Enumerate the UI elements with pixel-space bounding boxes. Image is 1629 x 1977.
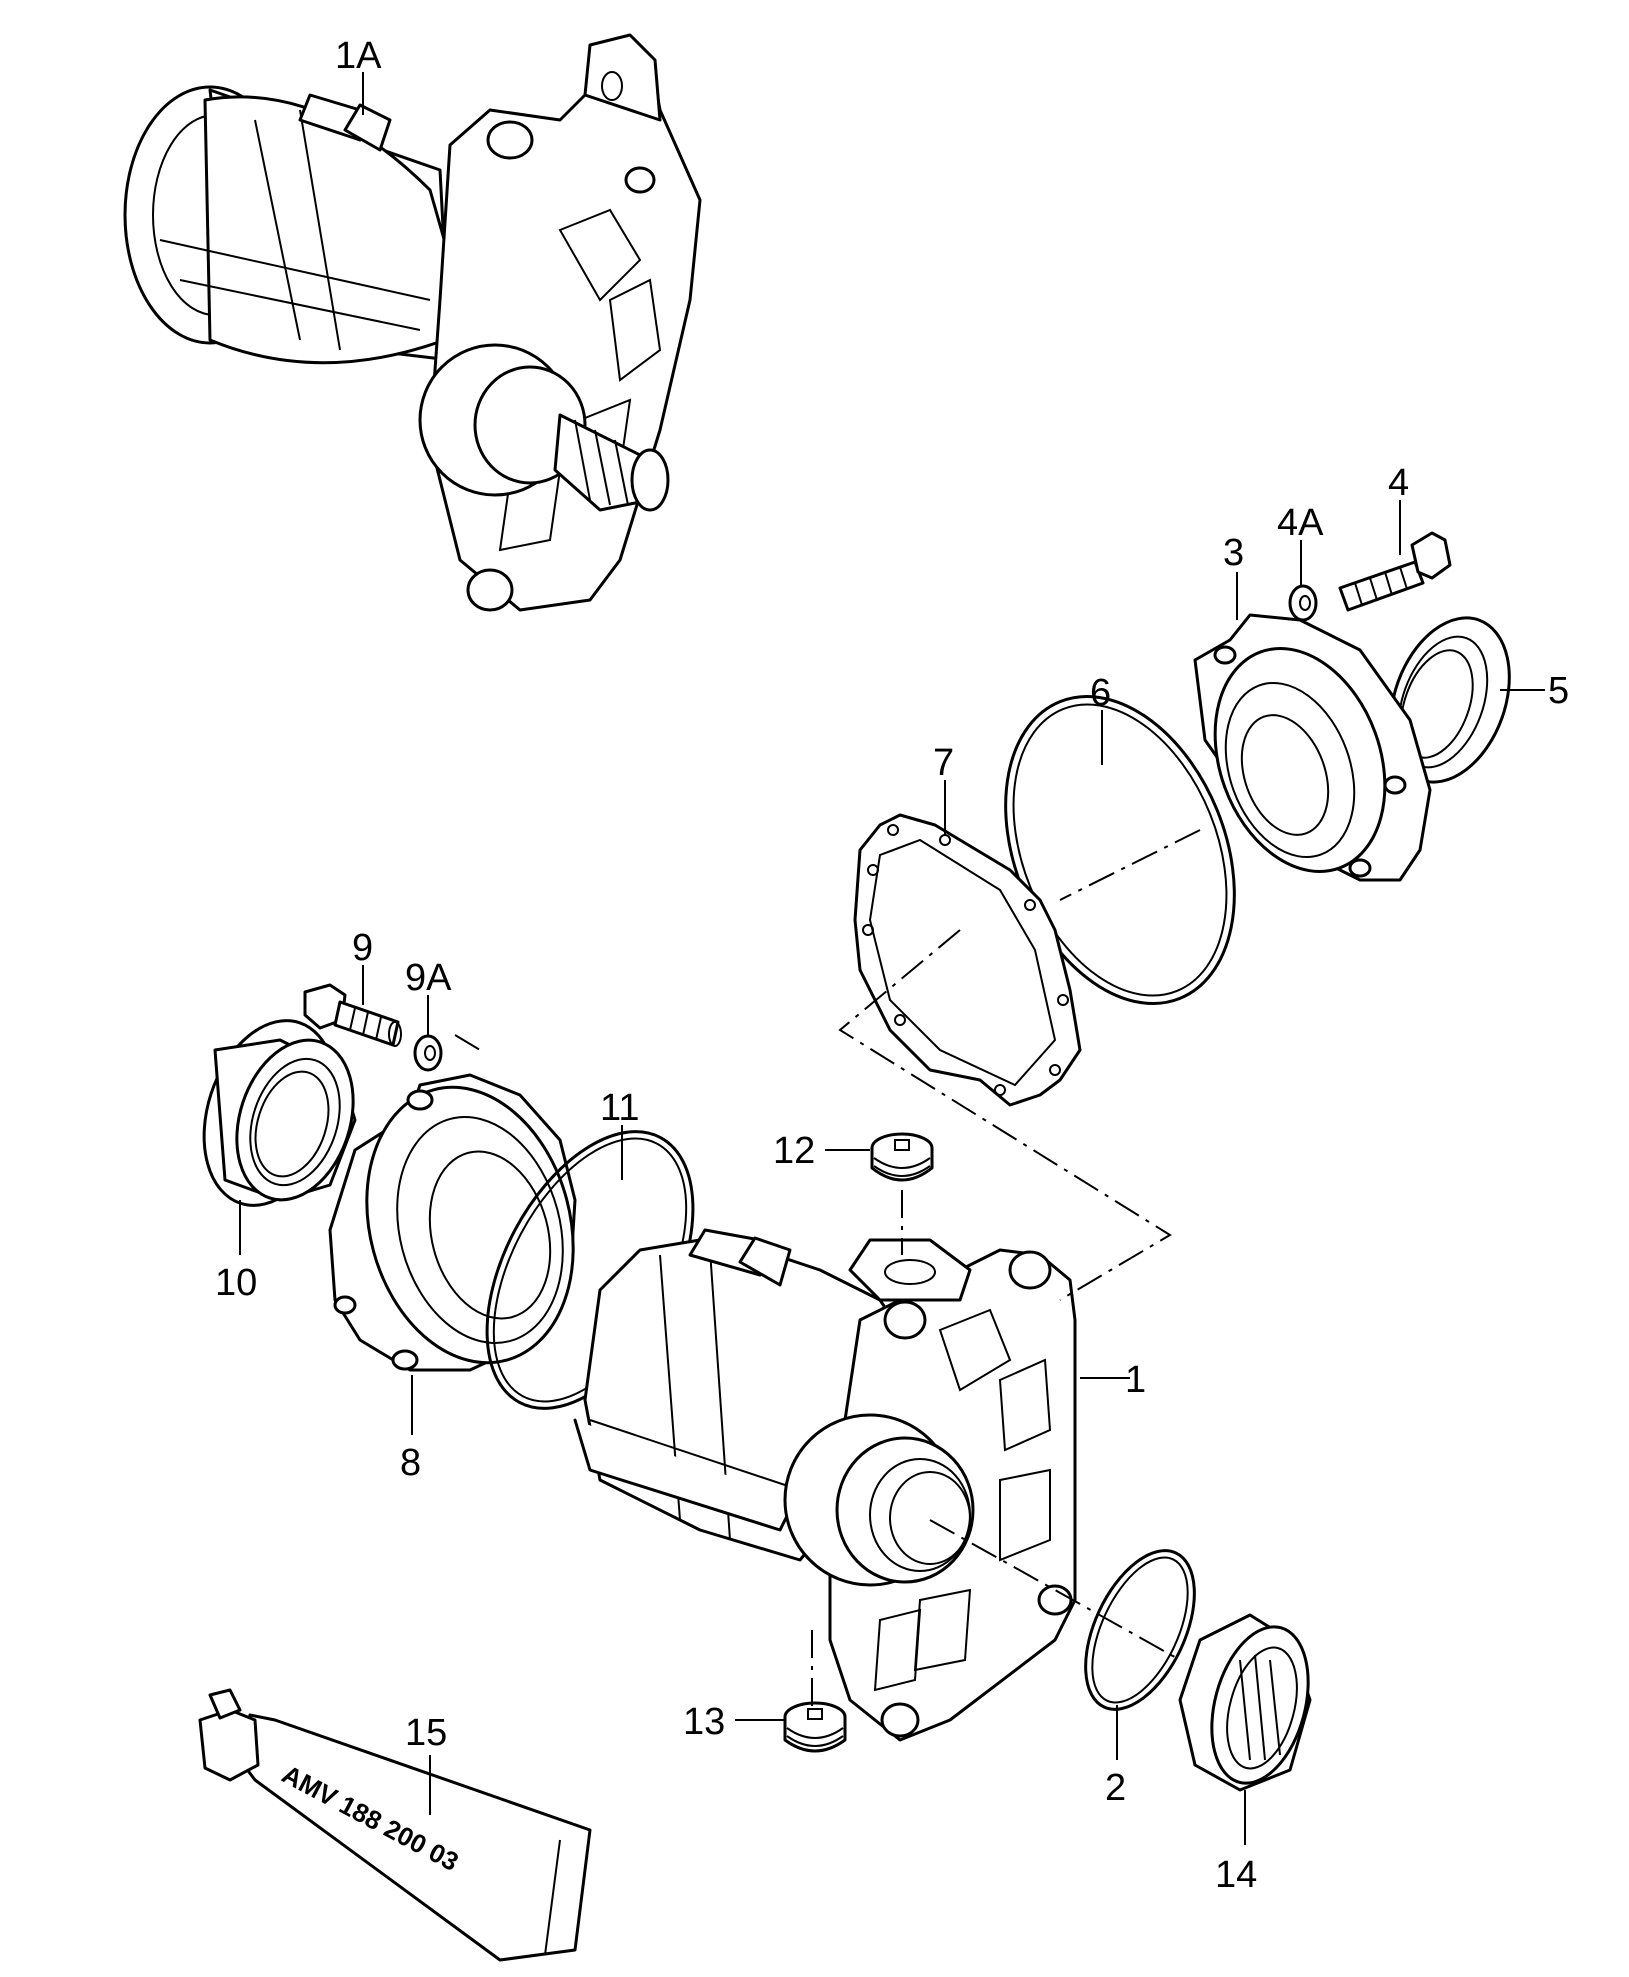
part-9-bolt[interactable] [303,983,402,1047]
callout-9A: 9A [405,957,452,999]
part-9A-washer[interactable] [413,1034,443,1072]
callout-1A: 1A [335,35,382,77]
callout-14: 14 [1215,1854,1257,1896]
callout-13: 13 [683,1701,725,1743]
part-10-seal[interactable] [182,1003,373,1222]
part-13-plug[interactable] [783,1701,847,1753]
part-4-bolt[interactable] [1338,531,1452,612]
part-1A-complete-assembly[interactable] [123,33,702,612]
callout-9: 9 [352,927,373,969]
callout-2: 2 [1105,1767,1126,1809]
part-1-housing[interactable] [573,1228,1077,1742]
part-8-cover[interactable] [328,1064,603,1386]
callout-3: 3 [1223,532,1244,574]
callout-4: 4 [1388,462,1409,504]
part-15-sealant-tube[interactable]: AMV 188 200 03 [198,1688,592,1962]
part-2-o-ring[interactable] [1063,1534,1216,1726]
part-4A-washer[interactable] [1288,584,1318,622]
callout-1: 1 [1125,1359,1146,1401]
callout-5: 5 [1548,670,1569,712]
callout-4A: 4A [1277,502,1324,544]
part-12-plug[interactable] [870,1132,934,1182]
part-14-sleeve[interactable] [1178,1613,1324,1794]
part-3-cover[interactable] [1185,613,1432,895]
callout-15: 15 [405,1712,447,1754]
part-7-gasket[interactable] [853,813,1082,1107]
callout-7: 7 [933,742,954,784]
part-5-seal[interactable] [1369,601,1531,798]
callout-12: 12 [773,1130,815,1172]
callout-6: 6 [1090,672,1111,714]
callout-8: 8 [400,1442,421,1484]
callout-10: 10 [215,1262,257,1304]
callout-labels: 1A 4 4A 3 5 6 7 9 9A 11 12 10 1 8 15 13 … [215,35,1569,1896]
leader-lines [239,72,1545,1845]
callout-11: 11 [600,1087,639,1129]
